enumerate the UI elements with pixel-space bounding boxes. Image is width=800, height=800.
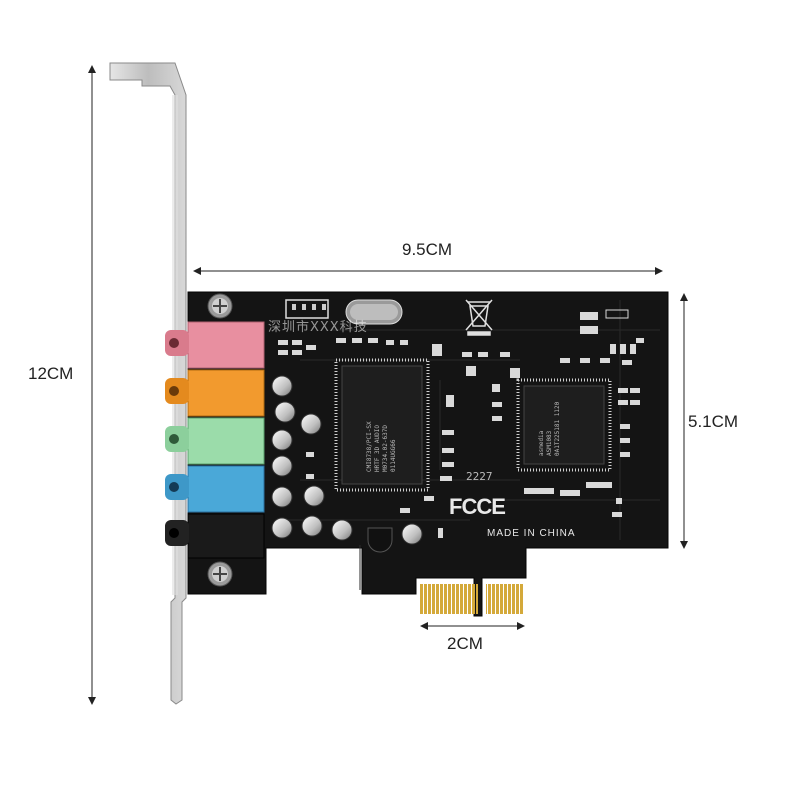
card-height-dimension-label: 5.1CM	[688, 412, 739, 431]
pcie-bridge-chip	[516, 378, 612, 472]
capacitor	[401, 523, 423, 545]
capacitor	[301, 515, 323, 537]
capacitor	[331, 519, 353, 541]
screw-top	[207, 293, 233, 319]
capacitor	[271, 429, 293, 451]
capacitor	[303, 485, 325, 507]
cd-in-header	[285, 299, 329, 319]
voltage-regulator	[367, 527, 393, 553]
capacitor	[271, 517, 293, 539]
fcc-ce-mark: FCCE	[449, 494, 506, 519]
jack-green	[165, 417, 265, 465]
bridge-chip-marking: asmedia ASM1083 0A1T225181 1120	[538, 401, 561, 456]
capacitor	[271, 375, 293, 397]
capacitors	[271, 375, 423, 545]
capacitor	[274, 401, 296, 423]
jack-orange	[165, 369, 265, 417]
seller-watermark: 深圳市XXX科技	[268, 320, 368, 335]
jack-blue	[165, 465, 265, 513]
capacitor	[300, 413, 322, 435]
capacitor	[271, 486, 293, 508]
audio-codec-chip	[334, 358, 430, 492]
audio-chip-marking: CMI8738/PCI-SX HRTF 3D AUDIO M0734.02-63…	[366, 421, 397, 472]
jack-pink	[165, 321, 265, 369]
jack-black	[165, 513, 265, 559]
height-dimension-label: 12CM	[28, 364, 74, 383]
made-in-china-print: MADE IN CHINA	[487, 528, 576, 539]
smd-components	[278, 309, 644, 538]
screw-bottom	[207, 561, 233, 587]
weee-recycle-icon	[465, 299, 493, 336]
gold-contacts-right	[486, 584, 524, 614]
crystal-oscillator	[345, 299, 403, 325]
connector-dimension-label: 2CM	[447, 634, 483, 653]
audio-jacks	[165, 321, 265, 559]
capacitor	[271, 455, 293, 477]
date-code-print: 2227	[466, 470, 493, 483]
dimension-arrows	[88, 65, 688, 705]
length-dimension-label: 9.5CM	[402, 240, 453, 259]
gold-contacts-left	[420, 584, 478, 614]
